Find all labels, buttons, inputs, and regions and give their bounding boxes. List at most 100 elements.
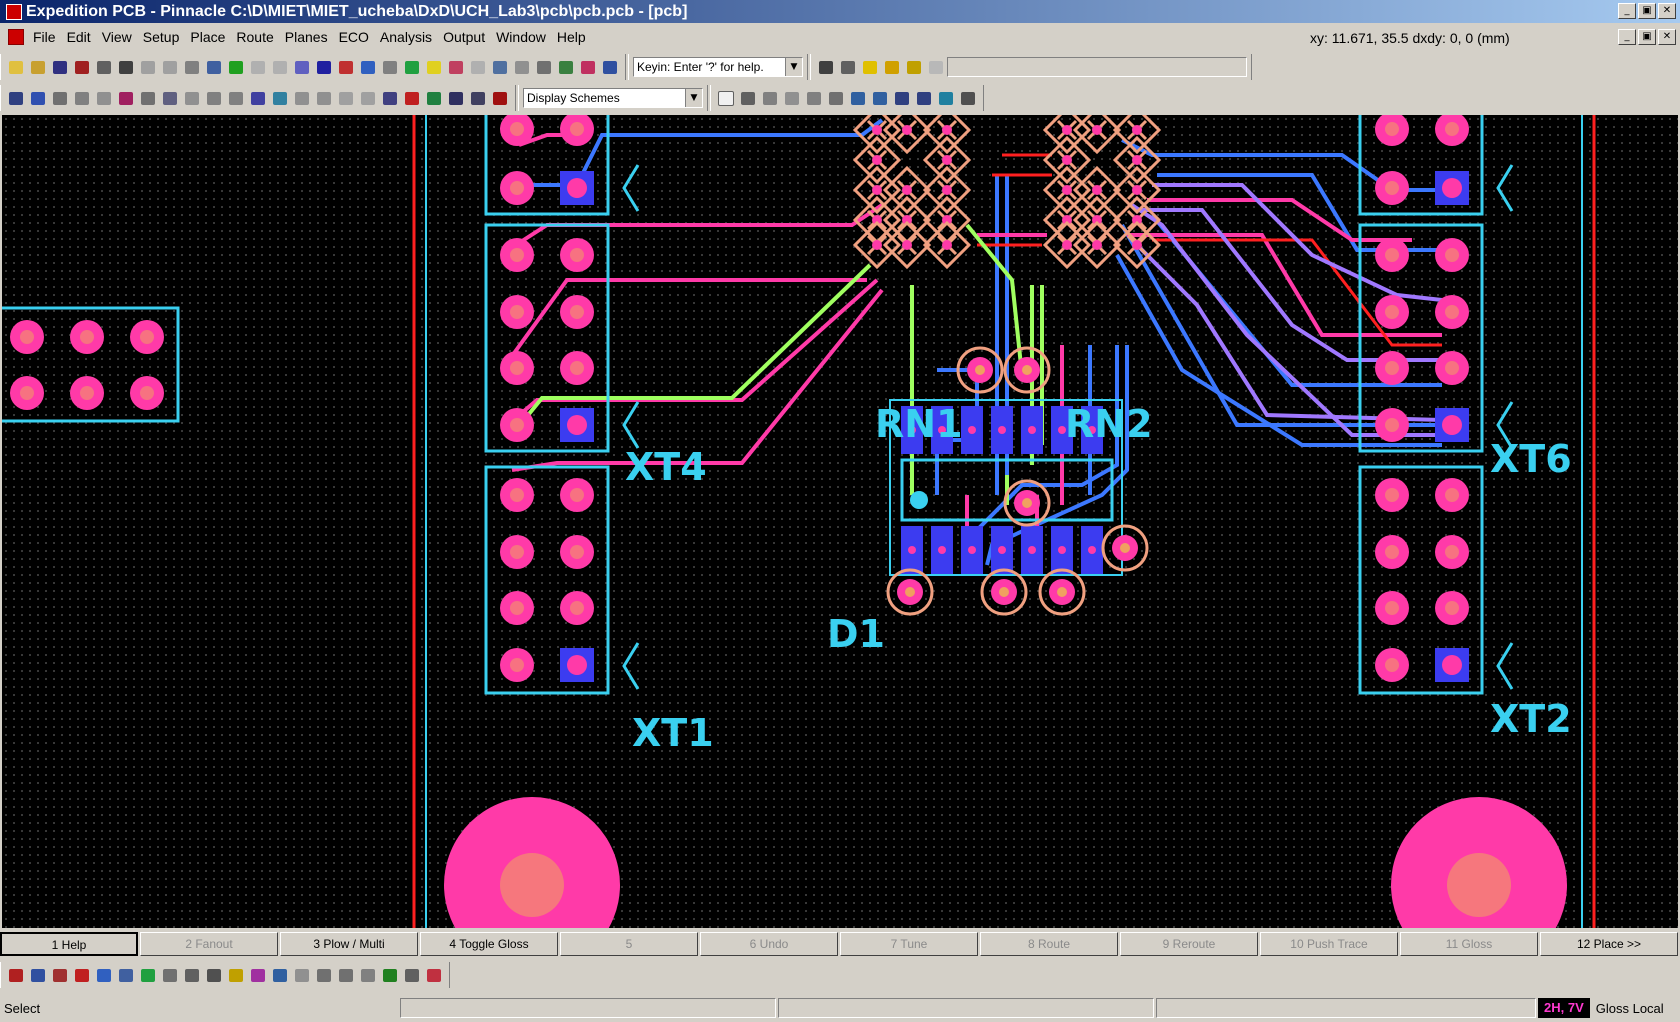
doc-close-button[interactable]: ✕	[1658, 29, 1676, 45]
layers-icon[interactable]	[94, 965, 114, 985]
wand-icon[interactable]	[358, 965, 378, 985]
menu-file[interactable]: File	[33, 29, 56, 45]
library-icon[interactable]	[600, 57, 620, 77]
align-icon[interactable]	[292, 88, 312, 108]
drc-icon[interactable]	[358, 57, 378, 77]
ncd-icon[interactable]	[182, 965, 202, 985]
zoom-fit-icon[interactable]	[270, 965, 290, 985]
menu-route[interactable]: Route	[236, 29, 274, 45]
tile-icon[interactable]	[870, 88, 890, 108]
board-icon[interactable]	[226, 57, 246, 77]
save-icon[interactable]	[50, 57, 70, 77]
check-off-icon[interactable]	[468, 57, 488, 77]
menu-eco[interactable]: ECO	[338, 29, 369, 45]
cross-probe-icon[interactable]	[204, 57, 224, 77]
fkey-7-tune[interactable]: 7 Tune	[840, 932, 978, 956]
pointer-plus-icon[interactable]	[314, 965, 334, 985]
net-icon[interactable]	[380, 88, 400, 108]
highlight-icon[interactable]	[860, 57, 880, 77]
person-icon[interactable]	[28, 965, 48, 985]
route-icon[interactable]	[6, 88, 26, 108]
flag-icon[interactable]	[882, 57, 902, 77]
stack-icon[interactable]	[116, 965, 136, 985]
cube-icon[interactable]	[138, 965, 158, 985]
clipboard-icon[interactable]	[826, 88, 846, 108]
doc-minimize-button[interactable]: _	[1618, 29, 1636, 45]
chevron-down-icon[interactable]: ▼	[685, 89, 702, 107]
pointer-icon[interactable]	[292, 965, 312, 985]
case-icon[interactable]	[936, 88, 956, 108]
cae-icon[interactable]	[226, 965, 246, 985]
fkey-3-plow[interactable]: 3 Plow / Multi	[280, 932, 418, 956]
fkey-6-undo[interactable]: 6 Undo	[700, 932, 838, 956]
menu-planes[interactable]: Planes	[284, 29, 328, 45]
probe-icon[interactable]	[182, 57, 202, 77]
cut-icon[interactable]	[782, 88, 802, 108]
prev-icon[interactable]	[248, 57, 268, 77]
fkey-12-place[interactable]: 12 Place >>	[1540, 932, 1678, 956]
warning-icon[interactable]	[424, 57, 444, 77]
cascade-icon[interactable]	[848, 88, 868, 108]
unlock-icon[interactable]	[358, 88, 378, 108]
fkey-1-help[interactable]: 1 Help	[0, 932, 138, 956]
report-icon[interactable]	[578, 57, 598, 77]
chart-red-icon[interactable]	[72, 965, 92, 985]
distribute-icon[interactable]	[314, 88, 334, 108]
network-icon[interactable]	[424, 965, 444, 985]
cae-back-icon[interactable]	[248, 965, 268, 985]
document-icon[interactable]	[8, 29, 24, 45]
next-icon[interactable]	[270, 57, 290, 77]
bus-icon[interactable]	[72, 88, 92, 108]
keyin-combo[interactable]: Keyin: Enter '?' for help. ▼	[633, 57, 803, 77]
menu-edit[interactable]: Edit	[66, 29, 91, 45]
menu-setup[interactable]: Setup	[142, 29, 180, 45]
fkey-5[interactable]: 5	[560, 932, 698, 956]
open-icon[interactable]	[6, 57, 26, 77]
swap-icon[interactable]	[270, 88, 290, 108]
lock-icon[interactable]	[336, 88, 356, 108]
layer-icon[interactable]	[314, 57, 334, 77]
properties-icon[interactable]	[380, 57, 400, 77]
place-icon[interactable]	[248, 88, 268, 108]
split-icon[interactable]	[424, 88, 444, 108]
save-design-icon[interactable]	[6, 965, 26, 985]
auto-icon[interactable]	[160, 88, 180, 108]
measure-icon[interactable]	[838, 57, 858, 77]
display-schemes-combo[interactable]: Display Schemes ▼	[523, 88, 703, 108]
menu-output[interactable]: Output	[443, 29, 486, 45]
minimize-button[interactable]: _	[1618, 3, 1636, 19]
paste-icon[interactable]	[804, 88, 824, 108]
fanout-icon[interactable]	[204, 88, 224, 108]
corner-icon[interactable]	[402, 88, 422, 108]
copy-icon[interactable]	[490, 57, 510, 77]
doc-restore-button[interactable]: ▣	[1638, 29, 1656, 45]
route-mode-icon[interactable]	[336, 57, 356, 77]
edit-icon[interactable]	[402, 965, 422, 985]
tune-icon[interactable]	[904, 57, 924, 77]
print-icon[interactable]	[738, 88, 758, 108]
new-icon[interactable]	[716, 88, 736, 108]
cancel-icon[interactable]	[512, 57, 532, 77]
plot-icon[interactable]	[958, 88, 978, 108]
tile-vertical-icon[interactable]	[914, 88, 934, 108]
hatch-icon[interactable]	[50, 88, 70, 108]
chevron-down-icon[interactable]: ▼	[785, 58, 802, 76]
netlist-icon[interactable]	[292, 57, 312, 77]
zoom-icon[interactable]	[94, 57, 114, 77]
menu-place[interactable]: Place	[190, 29, 226, 45]
empty-field[interactable]	[947, 57, 1247, 77]
spacing-icon[interactable]	[816, 57, 836, 77]
grid-icon[interactable]	[534, 57, 554, 77]
pair-icon[interactable]	[226, 88, 246, 108]
pin-icon[interactable]	[446, 88, 466, 108]
fkey-9-reroute[interactable]: 9 Reroute	[1120, 932, 1258, 956]
verify-icon[interactable]	[380, 965, 400, 985]
trace-icon[interactable]	[28, 88, 48, 108]
matrix-icon[interactable]	[490, 88, 510, 108]
chart-icon[interactable]	[556, 57, 576, 77]
curve-icon[interactable]	[116, 88, 136, 108]
pcb-canvas[interactable]: XT4 XT1 XT6 XT2 RN1 RN2 D1	[2, 115, 1678, 928]
pointer-minus-icon[interactable]	[336, 965, 356, 985]
find-icon[interactable]	[116, 57, 136, 77]
text-icon[interactable]	[138, 88, 158, 108]
